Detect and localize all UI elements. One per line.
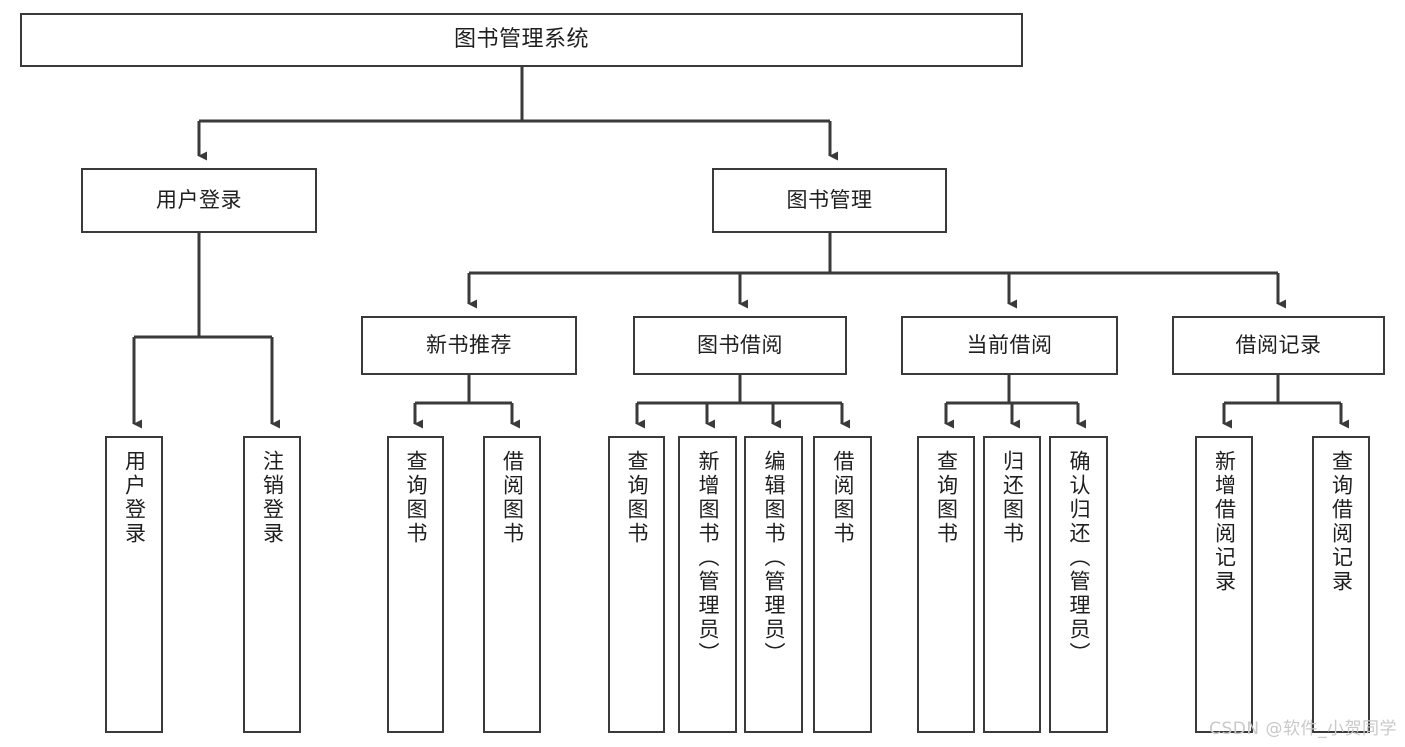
node-user-login[interactable]: 用户登录 bbox=[81, 168, 317, 233]
node-leaf-query-book-3-label: 查询图书 bbox=[934, 450, 959, 546]
node-leaf-logout-login-label: 注销登录 bbox=[260, 450, 285, 546]
node-leaf-confirm-return-admin[interactable]: 确认归还（管理员） bbox=[1049, 436, 1108, 733]
node-leaf-confirm-return-admin-label: 确认归还（管理员） bbox=[1067, 450, 1091, 666]
node-user-login-label: 用户登录 bbox=[156, 188, 242, 213]
node-leaf-add-borrow-record[interactable]: 新增借阅记录 bbox=[1195, 436, 1253, 733]
node-current-borrow[interactable]: 当前借阅 bbox=[901, 316, 1118, 375]
node-leaf-query-book-3[interactable]: 查询图书 bbox=[917, 436, 975, 733]
node-root[interactable]: 图书管理系统 bbox=[20, 13, 1023, 67]
node-leaf-return-book-label: 归还图书 bbox=[1000, 450, 1025, 546]
node-leaf-user-login[interactable]: 用户登录 bbox=[105, 436, 163, 733]
node-leaf-return-book[interactable]: 归还图书 bbox=[983, 436, 1041, 733]
node-leaf-add-book-admin[interactable]: 新增图书（管理员） bbox=[678, 436, 737, 733]
node-leaf-query-borrow-record-label: 查询借阅记录 bbox=[1329, 450, 1354, 594]
node-leaf-edit-book-admin-label: 编辑图书（管理员） bbox=[762, 450, 786, 666]
node-leaf-add-book-admin-label: 新增图书（管理员） bbox=[696, 450, 720, 666]
node-book-manage[interactable]: 图书管理 bbox=[712, 168, 947, 233]
node-leaf-query-book-1-label: 查询图书 bbox=[404, 450, 428, 546]
node-book-borrow-label: 图书借阅 bbox=[697, 333, 783, 358]
node-leaf-user-login-label: 用户登录 bbox=[122, 450, 147, 546]
node-leaf-logout-login[interactable]: 注销登录 bbox=[243, 436, 301, 733]
node-leaf-borrow-book-1[interactable]: 借阅图书 bbox=[483, 436, 541, 733]
node-leaf-edit-book-admin[interactable]: 编辑图书（管理员） bbox=[744, 436, 803, 733]
node-root-label: 图书管理系统 bbox=[453, 27, 589, 53]
node-leaf-borrow-book-2-label: 借阅图书 bbox=[831, 450, 855, 546]
watermark: CSDN @软件_小贺同学 bbox=[1209, 719, 1397, 739]
node-new-book-recommend-label: 新书推荐 bbox=[426, 333, 512, 358]
node-leaf-borrow-book-2[interactable]: 借阅图书 bbox=[813, 436, 872, 733]
node-leaf-query-book-2-label: 查询图书 bbox=[625, 450, 649, 546]
node-borrow-record[interactable]: 借阅记录 bbox=[1172, 316, 1385, 375]
node-book-manage-label: 图书管理 bbox=[786, 188, 873, 213]
node-new-book-recommend[interactable]: 新书推荐 bbox=[361, 316, 577, 375]
node-leaf-borrow-book-1-label: 借阅图书 bbox=[500, 450, 525, 546]
node-borrow-record-label: 借阅记录 bbox=[1235, 333, 1322, 358]
node-leaf-query-book-2[interactable]: 查询图书 bbox=[608, 436, 665, 733]
node-current-borrow-label: 当前借阅 bbox=[966, 333, 1053, 358]
node-leaf-add-borrow-record-label: 新增借阅记录 bbox=[1212, 450, 1237, 594]
node-book-borrow[interactable]: 图书借阅 bbox=[633, 316, 847, 375]
node-leaf-query-book-1[interactable]: 查询图书 bbox=[387, 436, 444, 733]
node-leaf-query-borrow-record[interactable]: 查询借阅记录 bbox=[1312, 436, 1370, 733]
